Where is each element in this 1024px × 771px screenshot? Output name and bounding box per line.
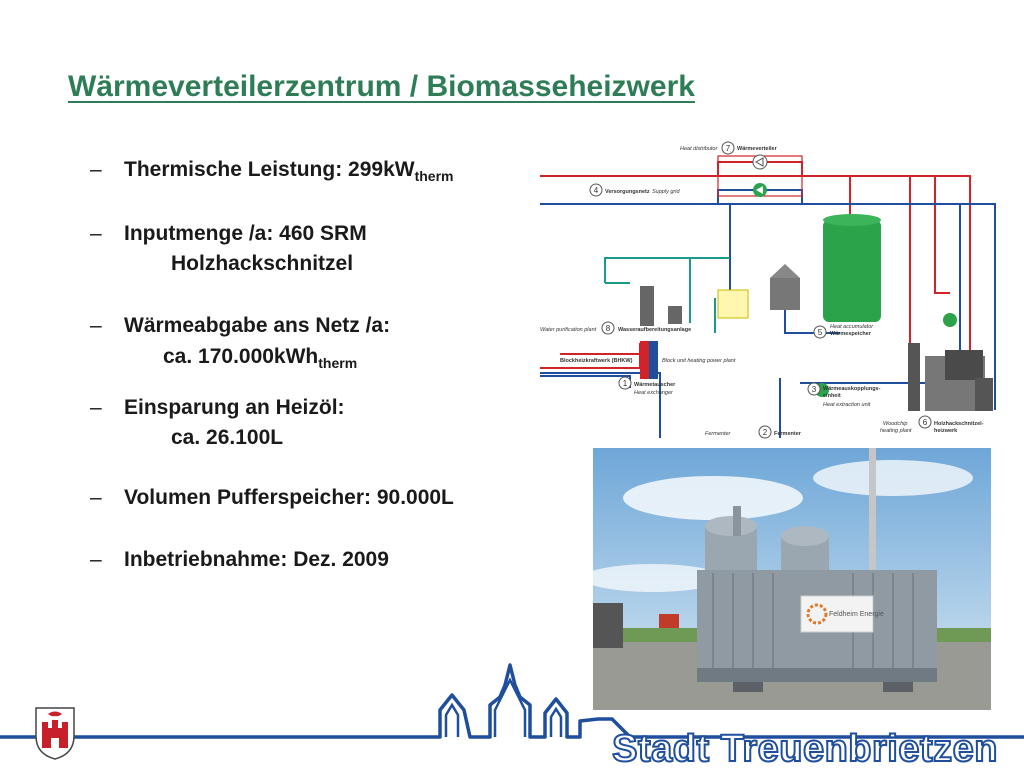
badge-7: 7 bbox=[726, 144, 731, 153]
bullet-dash: – bbox=[90, 222, 102, 245]
label-n3-de: Wärmeauskopplungs- bbox=[823, 386, 881, 392]
bullet-dash: – bbox=[90, 486, 102, 509]
label-n6-de2: heizwerk bbox=[934, 428, 958, 434]
label-n5-de: Wärmespeicher bbox=[830, 331, 872, 337]
badge-1: 1 bbox=[623, 379, 628, 388]
bullet-text: Inputmenge /a: 460 SRM bbox=[124, 222, 367, 245]
badge-3: 3 bbox=[812, 385, 817, 394]
page-title: Wärmeverteilerzentrum / Biomasseheizwerk bbox=[68, 70, 695, 103]
label-n2-de: Fermenter bbox=[774, 431, 802, 437]
label-n7-de: Wärmeverteiler bbox=[737, 146, 778, 152]
heating-system-diagram: 7 4 8 1 2 3 5 6 Heat distributor Wärmeve… bbox=[540, 141, 996, 439]
badge-2: 2 bbox=[763, 428, 768, 437]
badge-5: 5 bbox=[818, 328, 823, 337]
bullet-continuation: ca. 170.000kWhtherm bbox=[163, 343, 357, 377]
bullet-dash: – bbox=[90, 314, 102, 337]
label-n7-en: Heat distributor bbox=[680, 146, 718, 152]
bullet-dash: – bbox=[90, 158, 102, 181]
bullet-dash: – bbox=[90, 548, 102, 571]
footer-skyline bbox=[0, 663, 1024, 739]
label-n1-de: Wärmetauscher bbox=[634, 382, 676, 388]
label-n2-en: Fermenter bbox=[705, 431, 732, 437]
bullet-text: Thermische Leistung: 299kW bbox=[124, 158, 415, 181]
town-name: Stadt Treuenbrietzen bbox=[611, 727, 998, 771]
bullet-dash: – bbox=[90, 396, 102, 419]
badge-4: 4 bbox=[594, 186, 599, 195]
label-n1-en: Heat exchanger bbox=[634, 390, 674, 396]
bullet-subscript: therm bbox=[318, 355, 358, 371]
town-crest-icon bbox=[34, 706, 76, 760]
bullet-text: Inbetriebnahme: Dez. 2009 bbox=[124, 548, 389, 571]
label-n5-en: Heat accumulator bbox=[830, 324, 874, 330]
label-n4-de: Versorgungsnetz bbox=[605, 189, 650, 195]
label-n8-de: Wasseraufbereitungsanlage bbox=[618, 327, 691, 333]
bullet-continuation: ca. 26.100L bbox=[171, 426, 284, 449]
bullet-continuation-text: ca. 170.000kWh bbox=[163, 345, 319, 368]
sign-text: Feldheim Energie bbox=[829, 611, 884, 618]
label-n6-de: Holzhackschnitzel- bbox=[934, 421, 984, 427]
label-n3-de2: einheit bbox=[823, 393, 841, 399]
label-n3-en: Heat extraction unit bbox=[823, 402, 871, 408]
bullet-text: Wärmeabgabe ans Netz /a: bbox=[124, 314, 391, 337]
badge-8: 8 bbox=[606, 324, 611, 333]
label-n6-en: Woodchip bbox=[883, 421, 907, 427]
label-n8-en: Water purification plant bbox=[540, 327, 597, 333]
bullet-text: Einsparung an Heizöl: bbox=[124, 396, 345, 419]
label-n6-en2: heating plant bbox=[880, 428, 912, 434]
bullet-continuation: Holzhackschnitzel bbox=[171, 252, 354, 275]
heating-plant-photo: Feldheim Energie bbox=[593, 448, 991, 710]
badge-6: 6 bbox=[923, 418, 928, 427]
bullet-subscript: therm bbox=[414, 168, 454, 184]
label-bhkw-en: Block unit heating power plant bbox=[662, 358, 736, 364]
label-n4-en: Supply grid bbox=[652, 189, 680, 195]
label-bhkw-de: Blockheizkraftwerk (BHKW) bbox=[560, 358, 633, 364]
bullet-text: Volumen Pufferspeicher: 90.000L bbox=[124, 486, 454, 509]
